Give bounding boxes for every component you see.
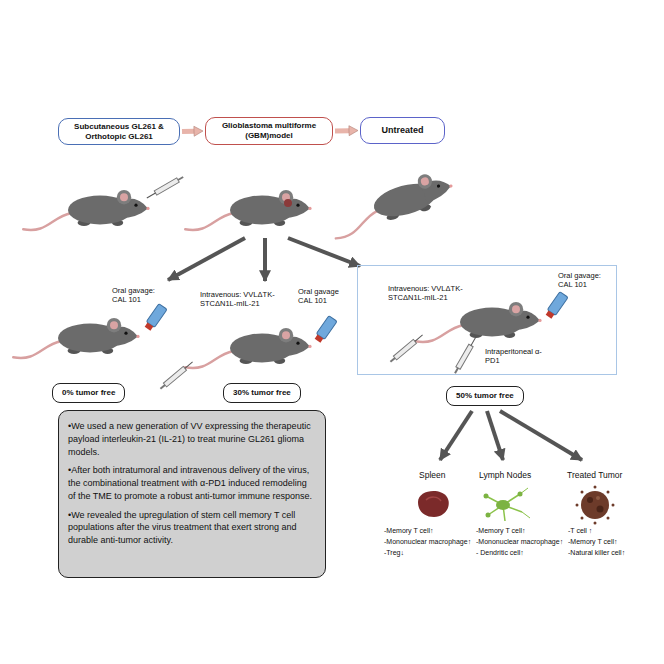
lymph-node-icon-part	[486, 513, 491, 518]
arrow-shaft	[335, 128, 350, 133]
mouse-injection	[23, 175, 184, 230]
tumor-icon-part	[594, 486, 597, 489]
result-item: -Mononuclear macrophage↑	[384, 538, 471, 546]
arrow-shaft	[182, 129, 195, 134]
result-item: -Natural killer cell↑	[568, 549, 625, 557]
treatment-label: Oral gavage: CAL 101	[558, 271, 610, 289]
spleen-icon-part	[418, 491, 449, 517]
tumor-icon-part	[607, 491, 610, 494]
tumor-icon-part	[607, 517, 610, 520]
flow-arrow	[182, 126, 203, 136]
organ-label: Lymph Nodes	[479, 470, 531, 480]
arrow-head	[349, 126, 358, 136]
arrow-head	[194, 126, 203, 136]
tumor-icon-part	[581, 491, 584, 494]
result-item: -Mononuclear macrophage↑	[476, 538, 563, 546]
result-label: 30% tumor free	[233, 388, 291, 398]
result-item: - Dendritic cell↑	[476, 549, 524, 557]
group-arrows-part	[263, 238, 267, 281]
flow-arrow	[335, 126, 358, 136]
organ-arrows-part	[500, 411, 582, 460]
lymph-node-icon-part	[518, 492, 523, 497]
treatment-label: Oral gavage CAL 101	[298, 287, 346, 305]
tumor-icon-part	[594, 522, 597, 525]
mouse-gbm-part	[185, 190, 311, 230]
tumor-icon-part	[581, 517, 584, 520]
control-box: Untreated	[360, 117, 445, 144]
group-arrows-part	[288, 238, 360, 266]
lymph-node-icon-part	[496, 500, 510, 510]
lymph-node-icon-part	[522, 512, 530, 518]
mouse-virus-cal101-part	[313, 316, 337, 344]
mouse-cal101	[13, 304, 167, 358]
group-arrows	[168, 238, 360, 281]
tumor-icon-part	[597, 506, 604, 513]
result-label: 50% tumor free	[456, 391, 514, 401]
treatment-label: Intravenous: VVLΔTK-STCΔN1L-mIL-21	[388, 284, 482, 302]
summary-box: •We used a new generation of VV expressi…	[58, 410, 326, 578]
organ-arrows-part	[440, 411, 472, 460]
mouse-untreated	[326, 168, 458, 239]
result-item: -Memory T cell↑	[568, 538, 618, 546]
mouse-gbm	[185, 190, 311, 230]
mouse-cal101-part	[13, 318, 139, 358]
organ-label: Spleen	[419, 470, 445, 480]
mouse-injection-part	[146, 175, 185, 200]
box-label: Glioblastoma multiforme (GBM)model	[212, 121, 326, 140]
result-item: -Memory T cell↑	[384, 527, 434, 535]
tumor-icon-part	[587, 497, 593, 503]
tumor-icon-part	[576, 504, 579, 507]
mouse-combination-part	[453, 336, 478, 375]
group-arrows-part	[168, 238, 245, 280]
mouse-virus-cal101-part	[185, 328, 311, 368]
mouse-gbm-part	[284, 199, 292, 207]
mouse-combination-part	[415, 302, 541, 342]
mouse-cal101-part	[143, 304, 167, 332]
result-label: 0% tumor free	[62, 388, 115, 398]
treatment-label: Intraperitoneal α-PD1	[485, 347, 545, 365]
mouse-combination-part	[389, 333, 424, 364]
model-box: Subcutaneous GL261 & Orthotopic GL261	[58, 118, 180, 145]
model-box: Glioblastoma multiforme (GBM)model	[205, 117, 333, 145]
mouse-virus-cal101	[159, 316, 337, 391]
result-item: -Treg↓	[384, 549, 404, 557]
summary-bullet: •We used a new generation of VV expressi…	[68, 420, 316, 458]
result-item: -T cell ↑	[568, 527, 592, 535]
tumor-icon-part	[612, 504, 615, 507]
summary-bullet: •After both intratumoral and intravenous…	[68, 464, 316, 502]
mouse-injection-part	[23, 190, 149, 230]
treatment-group-box: Intravenous: VVLΔTK-STCΔN1L-mIL-21 Oral g…	[357, 265, 617, 375]
organ-arrows	[440, 411, 582, 460]
box-label: Untreated	[381, 125, 423, 136]
organ-arrows-part	[487, 411, 503, 460]
lymph-node-icon	[484, 488, 531, 521]
spleen-icon	[418, 491, 449, 517]
mouse-virus-cal101-part	[159, 360, 194, 391]
tumor-icon-part	[581, 491, 609, 519]
tumor-icon-part	[596, 496, 600, 500]
box-label: Subcutaneous GL261 & Orthotopic GL261	[65, 122, 173, 141]
result-box: 0% tumor free	[52, 383, 125, 403]
result-box: 30% tumor free	[223, 383, 301, 403]
organ-label: Treated Tumor	[567, 470, 622, 480]
summary-bullet: •We revealed the upregulation of stem ce…	[68, 509, 316, 547]
treatment-label: Oral gavage: CAL 101	[112, 286, 164, 304]
result-item: -Memory T cell↑	[476, 527, 526, 535]
mouse-combination	[389, 292, 568, 375]
mouse-untreated-part	[326, 168, 458, 239]
lymph-node-icon-part	[484, 494, 489, 499]
spleen-icon-part	[426, 497, 441, 501]
treatment-label: Intravenous: VVLΔTK-STCΔN1L-mIL-21	[200, 290, 294, 308]
mouse-combination-part	[544, 292, 568, 320]
result-box: 50% tumor free	[446, 386, 524, 406]
tumor-icon	[576, 486, 615, 525]
